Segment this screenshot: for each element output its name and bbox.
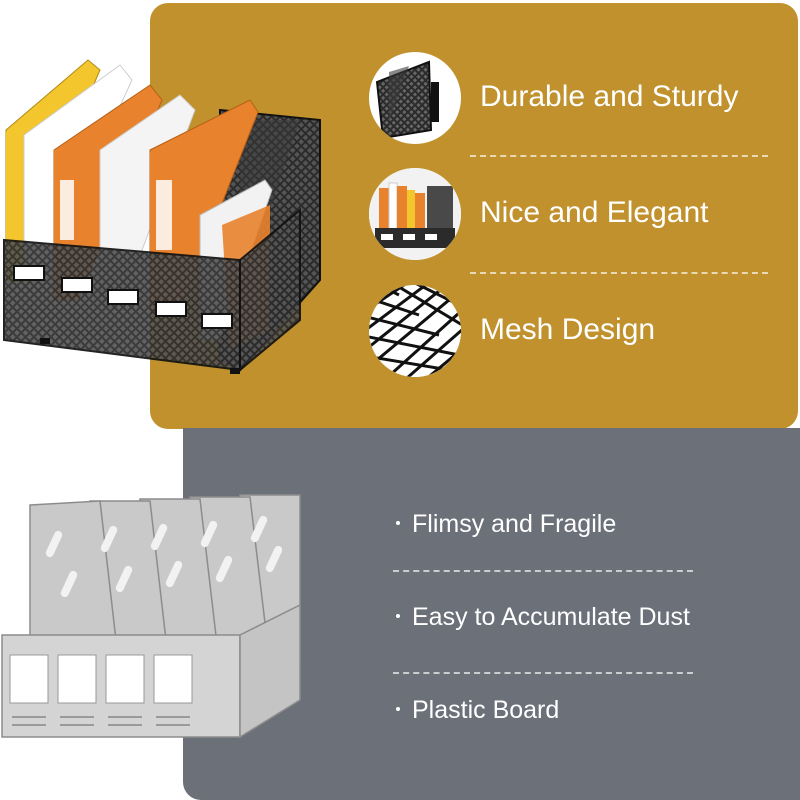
con-item: Plastic Board [396,696,559,725]
con-label-dust: Easy to Accumulate Dust [412,603,690,631]
con-divider [393,672,693,674]
feature-divider [470,155,768,157]
feature-divider [470,272,768,274]
bullet-icon [396,614,400,619]
con-label-fragile: Flimsy and Fragile [412,510,617,538]
con-label-plastic: Plastic Board [412,696,560,724]
feature-label-mesh: Mesh Design [480,313,656,346]
feature-label-elegant: Nice and Elegant [480,196,709,229]
organizer-with-folders-icon [369,168,461,260]
con-divider [393,570,693,572]
con-item: Easy to Accumulate Dust [396,603,690,632]
mesh-pattern-icon [369,285,461,377]
mesh-organizer-image [3,59,321,374]
con-item: Flimsy and Fragile [396,510,616,539]
bullet-icon [396,707,400,712]
plastic-organizer-image [1,494,301,739]
bullet-icon [396,521,400,526]
feature-label-durable: Durable and Sturdy [480,80,739,113]
wall-mounted-mesh-holder-icon [369,52,461,144]
